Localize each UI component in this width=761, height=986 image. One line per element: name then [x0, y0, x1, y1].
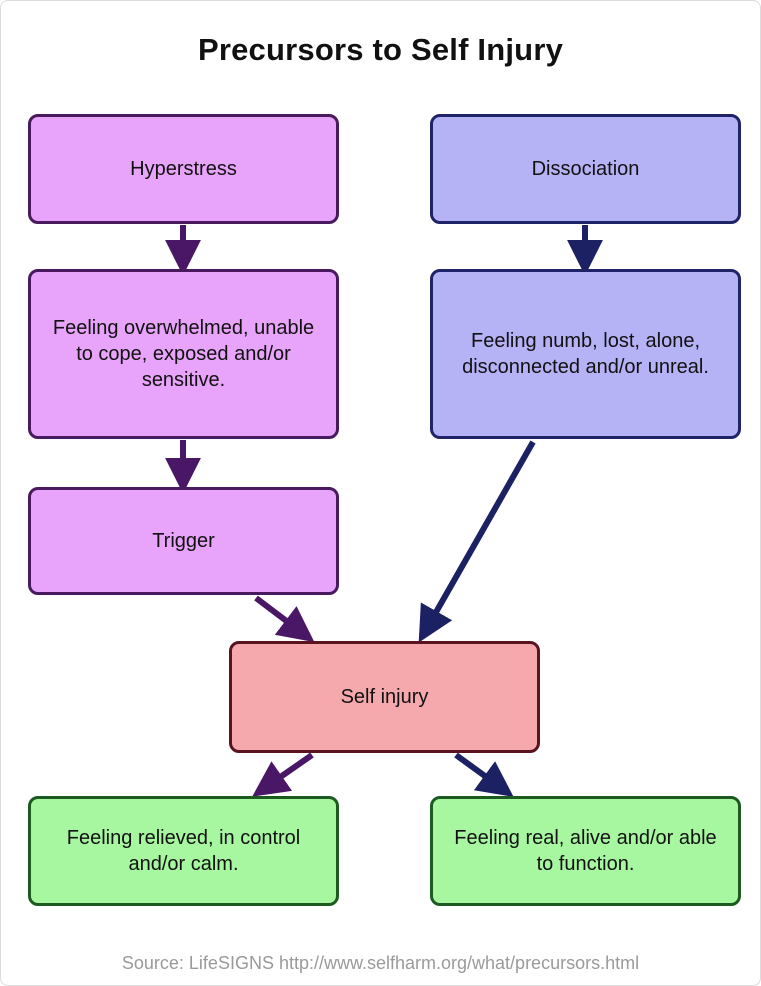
node-trigger: Trigger	[28, 487, 339, 595]
arrow-trigger-to-self-injury	[254, 595, 315, 643]
arrow-numb-to-self-injury	[418, 440, 536, 643]
node-feeling-numb: Feeling numb, lost, alone, disconnected …	[430, 269, 741, 439]
source-citation: Source: LifeSIGNS http://www.selfharm.or…	[121, 953, 640, 973]
arrow-self-injury-to-relieved	[252, 752, 314, 797]
diagram-title: Precursors to Self Injury	[197, 32, 564, 67]
node-feeling-relieved: Feeling relieved, in control and/or calm…	[28, 796, 339, 906]
node-dissociation: Dissociation	[430, 114, 741, 224]
arrow-self-injury-to-real	[454, 752, 514, 797]
node-feeling-real: Feeling real, alive and/or able to funct…	[430, 796, 741, 906]
node-self-injury: Self injury	[229, 641, 540, 753]
node-hyperstress: Hyperstress	[28, 114, 339, 224]
node-feeling-overwhelmed: Feeling overwhelmed, unable to cope, exp…	[28, 269, 339, 439]
